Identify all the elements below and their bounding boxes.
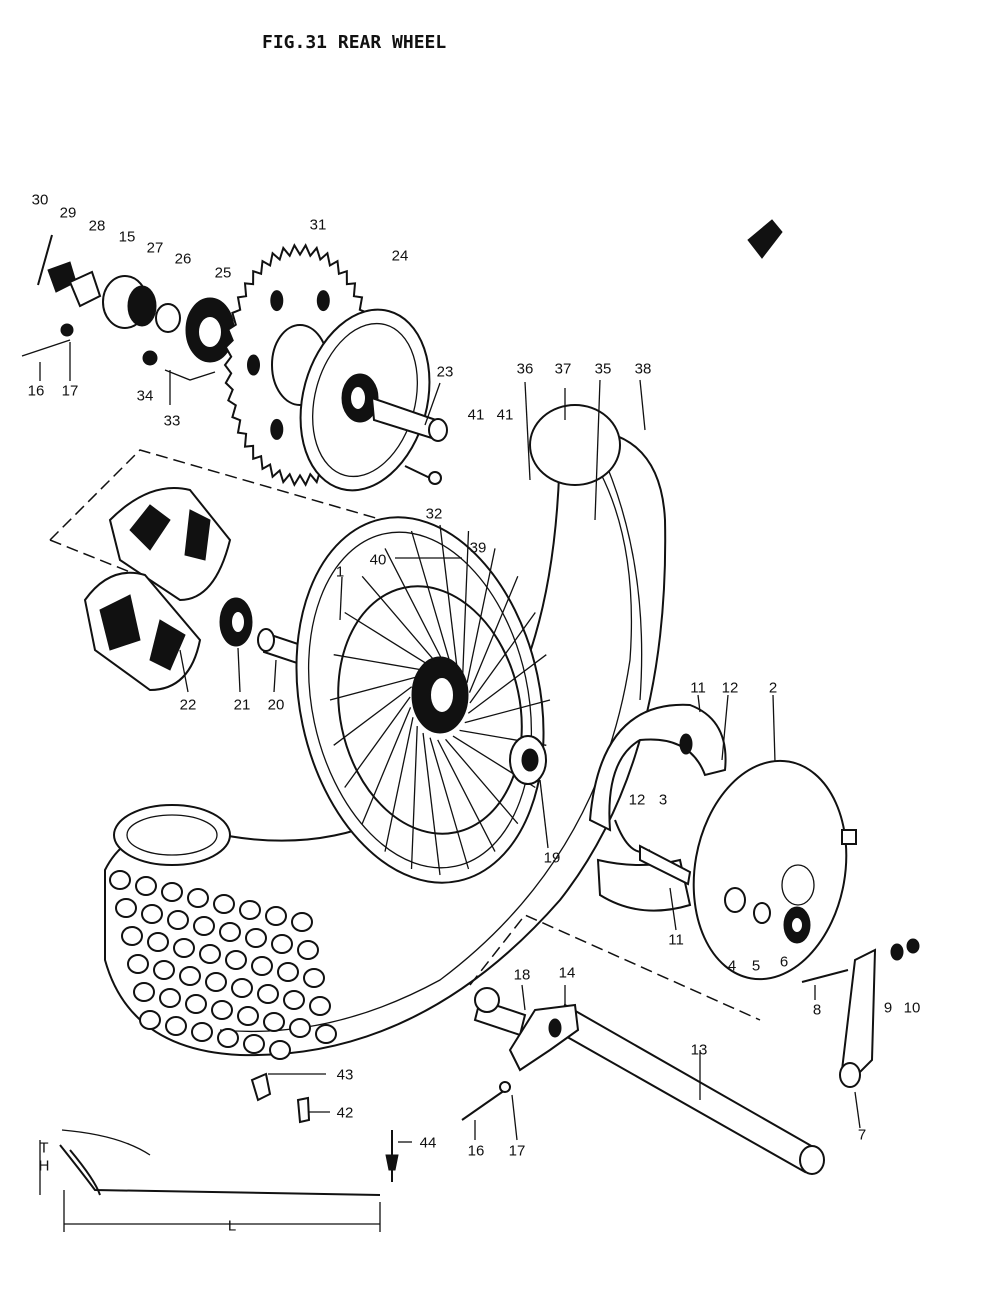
callout-43: 43 <box>336 1066 354 1084</box>
callout-16-b: 16 <box>467 1142 485 1160</box>
callout-8: 8 <box>812 1001 822 1019</box>
callout-5: 5 <box>751 957 761 975</box>
valve-and-weights <box>250 1072 399 1182</box>
callout-T: T <box>39 1139 49 1157</box>
callout-7: 7 <box>857 1126 867 1144</box>
callout-31: 31 <box>309 216 327 234</box>
callout-18: 18 <box>513 966 531 984</box>
damper-rubbers <box>83 487 314 692</box>
spokes <box>329 524 551 876</box>
callout-12-b: 12 <box>628 791 646 809</box>
callout-6: 6 <box>779 953 789 971</box>
callout-41-a: 41 <box>467 406 485 424</box>
brake-panel <box>692 759 857 981</box>
callout-11-a: 11 <box>690 679 706 697</box>
callout-14: 14 <box>558 964 576 982</box>
callout-37: 37 <box>554 360 572 378</box>
callout-26: 26 <box>174 250 192 268</box>
callout-15: 15 <box>118 228 136 246</box>
callout-40: 40 <box>369 551 387 569</box>
callout-41-b: 41 <box>496 406 514 424</box>
callout-2: 2 <box>768 679 778 697</box>
callout-44: 44 <box>419 1134 437 1152</box>
callout-9: 9 <box>883 999 893 1017</box>
callout-16-a: 16 <box>27 382 45 400</box>
sprocket-carrier <box>299 308 448 492</box>
callout-12-a: 12 <box>721 679 739 697</box>
wheel-rim <box>295 516 545 884</box>
brake-arm <box>801 938 920 1088</box>
callout-4: 4 <box>727 957 737 975</box>
callout-1: 1 <box>335 563 345 581</box>
brake-shoes <box>588 703 727 912</box>
wheel-bearing <box>509 735 547 785</box>
tire-tread-pattern <box>109 870 337 1060</box>
callout-36: 36 <box>516 360 534 378</box>
callout-11-b: 11 <box>668 931 684 949</box>
brake-group-outline <box>469 914 761 1021</box>
callout-23: 23 <box>436 363 454 381</box>
leader-lines <box>39 342 861 1143</box>
callout-38: 38 <box>634 360 652 378</box>
callout-19: 19 <box>543 849 561 867</box>
callout-21: 21 <box>233 696 251 714</box>
callout-24: 24 <box>391 247 409 265</box>
callout-25: 25 <box>214 264 232 282</box>
callout-33: 33 <box>163 412 181 430</box>
callout-42: 42 <box>336 1104 354 1122</box>
callout-32: 32 <box>425 505 443 523</box>
callout-L: L <box>227 1217 237 1235</box>
callout-27: 27 <box>146 239 164 257</box>
figure-title: FIG.31 REAR WHEEL <box>262 32 447 53</box>
axle-nut-cluster <box>21 234 235 381</box>
callout-17-a: 17 <box>61 382 79 400</box>
rear-axle <box>461 987 825 1175</box>
callout-13: 13 <box>690 1041 708 1059</box>
callout-28: 28 <box>88 217 106 235</box>
callout-35: 35 <box>594 360 612 378</box>
callout-22: 22 <box>179 696 197 714</box>
spoke-dimension-detail <box>39 1129 381 1232</box>
callout-30: 30 <box>31 191 49 209</box>
callout-34: 34 <box>136 387 154 405</box>
callout-39: 39 <box>469 539 487 557</box>
callout-3: 3 <box>658 791 668 809</box>
front-direction-arrow-icon <box>747 219 783 259</box>
callout-29: 29 <box>59 204 77 222</box>
callout-17-b: 17 <box>508 1142 526 1160</box>
callout-H: H <box>38 1157 50 1175</box>
callout-20: 20 <box>267 696 285 714</box>
callout-10: 10 <box>903 999 921 1017</box>
